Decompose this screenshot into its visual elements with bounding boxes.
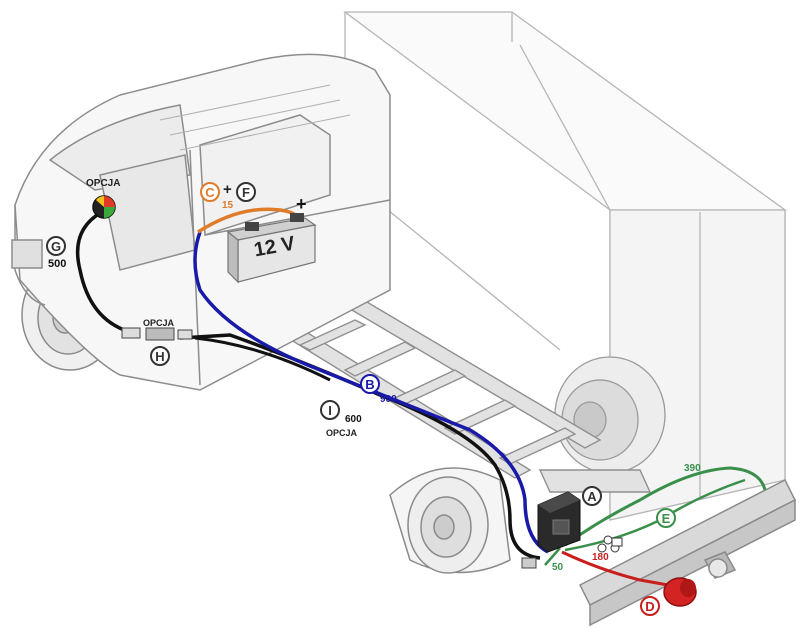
cab <box>11 53 391 391</box>
length-c: 15 <box>222 200 234 211</box>
marker-f: F <box>236 182 256 202</box>
length-a: 50 <box>552 562 564 573</box>
cable-d <box>561 550 669 587</box>
cab-roof-lines <box>159 84 351 151</box>
marker-h: H <box>150 346 170 366</box>
heater-connectors <box>521 535 623 569</box>
marker-a: A <box>582 486 602 506</box>
cable-g <box>75 210 131 334</box>
opcja-dash-text: OPCJA <box>86 178 121 189</box>
rear-wheel <box>554 356 666 474</box>
marker-plus: + <box>223 181 232 198</box>
marker-e: E <box>656 508 676 528</box>
opcja-h-text: OPCJA <box>143 318 175 328</box>
length-d: 180 <box>592 552 609 563</box>
middle-wheel <box>389 467 511 574</box>
length-e: 390 <box>684 463 701 474</box>
battery-plus: + <box>296 194 307 214</box>
rear-bumper <box>578 478 797 627</box>
cable-e <box>564 466 767 547</box>
marker-c: C <box>200 182 220 202</box>
battery <box>226 213 317 284</box>
marker-g: G <box>46 236 66 256</box>
opcja-i-text: OPCJA <box>326 428 358 438</box>
cable-e-3 <box>544 547 561 566</box>
control-panel <box>92 195 116 219</box>
marker-i: I <box>320 400 340 420</box>
length-b: 900 <box>380 394 397 405</box>
cable-b <box>193 231 549 554</box>
length-i: 600 <box>345 414 362 425</box>
heater-unit <box>537 491 581 553</box>
marker-b: B <box>360 374 380 394</box>
length-g: 500 <box>48 258 67 270</box>
marker-d: D <box>640 596 660 616</box>
connector-h <box>121 327 193 341</box>
exhaust-muffler <box>663 577 697 607</box>
cable-i-branch <box>194 336 331 382</box>
